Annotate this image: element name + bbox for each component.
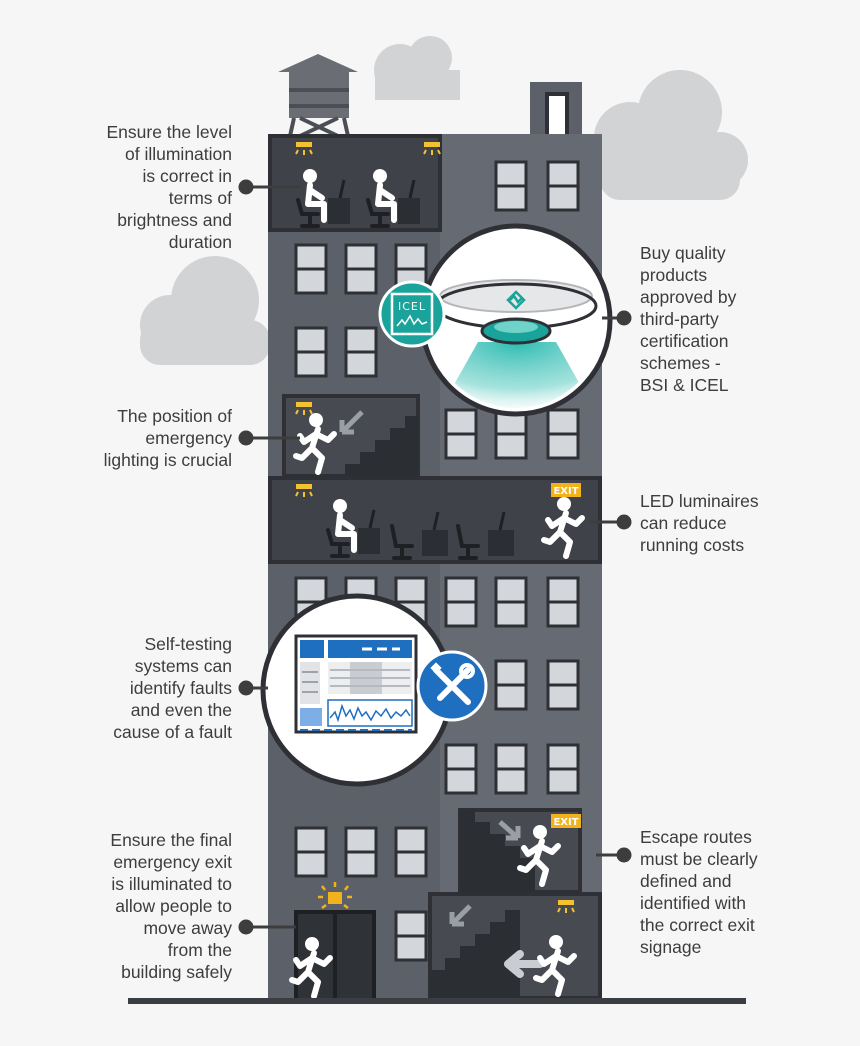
cloud-left [140, 256, 270, 365]
stair-floor-upper [282, 394, 420, 478]
office-floor-top [268, 134, 442, 232]
ground-line [128, 998, 746, 1004]
office-floor-middle: EXIT [268, 476, 602, 564]
dashboard-icon [294, 634, 418, 734]
icel-badge-label: ICEL [398, 300, 426, 313]
bsi-kitemark-icon [506, 290, 526, 310]
exit-sign-label: EXIT [553, 486, 578, 497]
tools-icon [416, 650, 488, 722]
water-tower-icon [278, 54, 358, 138]
exit-sign-icon [551, 483, 581, 497]
final-exit-door [292, 882, 376, 1002]
callout-position: The position of emergency lighting is cr… [103, 406, 232, 470]
callout-quality: Buy quality products approved by third-p… [640, 243, 737, 395]
callout-led: LED luminaires can reduce running costs [640, 491, 759, 555]
self-testing-circle [260, 593, 488, 787]
direction-arrow-icon [449, 904, 472, 927]
direction-arrow-icon [339, 410, 364, 435]
callout-self-testing: Self-testing systems can identify faults… [113, 634, 232, 742]
direction-arrow-icon [504, 950, 544, 978]
connectors-left [238, 179, 300, 935]
icel-badge-icon: ICEL [378, 280, 446, 348]
cloud-right [594, 70, 748, 200]
exit-sign-label: EXIT [553, 817, 578, 828]
callout-illumination: Ensure the level of illumination is corr… [106, 122, 233, 252]
cloud-top [374, 36, 460, 100]
direction-arrow-icon [498, 820, 521, 841]
callout-final-exit: Ensure the final emergency exit is illum… [110, 830, 232, 982]
callout-escape: Escape routes must be clearly defined an… [640, 827, 758, 957]
connectors-right [590, 310, 632, 863]
luminaire-lens-circle: ICEL [378, 223, 613, 417]
exit-lamp-icon [318, 882, 352, 909]
exit-sign-icon [551, 814, 581, 828]
